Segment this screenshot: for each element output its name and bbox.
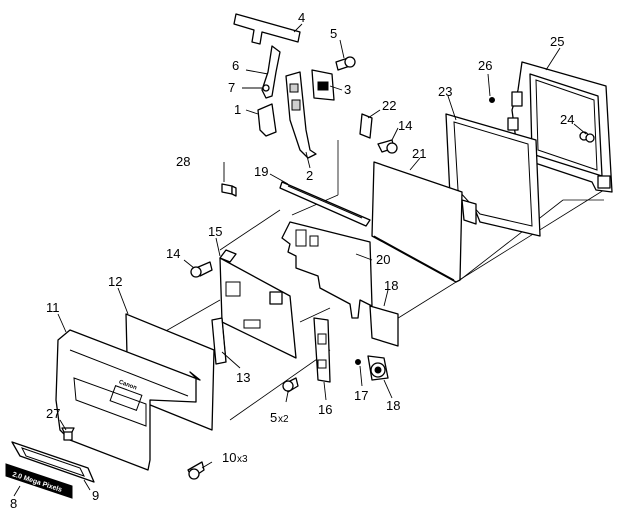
part-15-main-board — [219, 249, 297, 359]
part-5-screw-top — [335, 56, 356, 71]
part-7-nut — [262, 84, 270, 92]
part-2-chassis — [285, 71, 317, 159]
part-11-front-cover: Canon — [55, 329, 201, 471]
label-5-top: 5 — [330, 26, 337, 41]
part-14-screw-left — [190, 261, 213, 278]
assembly-guides — [149, 140, 605, 421]
label-27: 26 — [478, 58, 492, 73]
part-4-flex — [233, 13, 301, 45]
part-5-screw-bottom — [282, 377, 299, 393]
label-14-left: 14 — [166, 246, 180, 261]
part-16-bracket — [313, 317, 331, 383]
label-5-bottom-qty: x2 — [278, 414, 289, 425]
label-10: 10 — [222, 450, 236, 465]
label-19: 18 — [384, 278, 398, 293]
label-12: 12 — [108, 274, 122, 289]
label-13: 13 — [236, 370, 250, 385]
label-4: 4 — [298, 10, 305, 25]
label-7: 7 — [228, 80, 235, 95]
label-8: 8 — [10, 496, 17, 511]
part-21-board — [281, 221, 373, 319]
part-17-pin — [355, 359, 361, 365]
label-10-qty: x3 — [237, 454, 248, 465]
part-3-block — [311, 69, 335, 101]
part-10-screw — [187, 461, 205, 480]
label-25: 24 — [560, 112, 574, 127]
part-25-latch — [585, 133, 595, 143]
part-19-plate — [369, 305, 399, 347]
label-15: 15 — [208, 224, 222, 239]
part-22-panel — [371, 161, 463, 283]
label-28: 27 — [46, 406, 60, 421]
label-2: 2 — [306, 168, 313, 183]
part-23-spring — [359, 113, 373, 139]
part-24-lcd-frame — [445, 113, 541, 237]
label-5-bottom: 5 — [270, 410, 277, 425]
label-21: 20 — [376, 252, 390, 267]
part-28-screw — [61, 427, 75, 441]
label-22: 21 — [412, 146, 426, 161]
callout-labels: 4 5 3 6 7 1 2 22 14 21 23 25 26 24 28 19… — [10, 10, 574, 511]
label-9: 9 — [92, 488, 99, 503]
label-18: 18 — [386, 398, 400, 413]
label-23: 22 — [382, 98, 396, 113]
part-1-clip — [257, 103, 277, 137]
label-14-right: 14 — [398, 118, 412, 133]
part-20-rod — [279, 181, 371, 227]
label-11: 11 — [46, 300, 60, 315]
label-24: 23 — [438, 84, 452, 99]
part-14-screw-right — [377, 139, 398, 154]
label-29: 28 — [176, 154, 190, 169]
label-17: 17 — [354, 388, 368, 403]
part-9-bezel — [11, 441, 95, 483]
part-18-dial — [367, 355, 389, 381]
label-26: 25 — [550, 34, 564, 49]
label-6: 6 — [232, 58, 239, 73]
part-27-screw — [489, 97, 495, 103]
part-29-clip — [221, 183, 237, 197]
label-16: 16 — [318, 402, 332, 417]
leader-lines — [13, 23, 587, 497]
label-20: 19 — [254, 164, 268, 179]
label-1: 1 — [234, 102, 241, 117]
label-3: 3 — [344, 82, 351, 97]
